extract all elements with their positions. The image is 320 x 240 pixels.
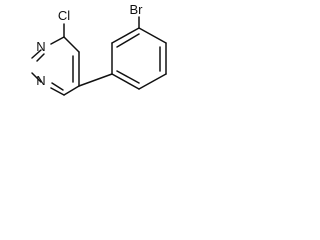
- bond-n3-c2-double: [36, 53, 45, 62]
- atom-label-n1: N: [36, 73, 45, 88]
- molecule-canvas: N N Cl Br: [0, 0, 207, 120]
- bond-ar2-ar3: [111, 27, 140, 44]
- bond-c4-n3: [50, 36, 65, 45]
- bond-ar6-ar1: [111, 73, 140, 90]
- bond-c2-n1: [31, 72, 42, 83]
- atom-label-cl: Cl: [58, 8, 70, 23]
- bond-c5-aryl: [78, 73, 113, 87]
- bond-ar3-ar4: [138, 27, 167, 44]
- chemical-structure-drawing: N N Cl Br: [31, 2, 167, 96]
- bond-ar6-ar1-double: [116, 70, 140, 84]
- bond-c6-c5: [63, 85, 80, 96]
- pyrimidine-ring: [31, 23, 80, 96]
- bond-c4-c5-top: [63, 36, 80, 53]
- bond-n1-c6-double: [51, 82, 64, 91]
- benzene-ring: [111, 16, 167, 90]
- bond-ar5-ar6: [138, 73, 167, 90]
- atom-label-n3: N: [36, 39, 45, 54]
- bond-ar2-ar3-double: [116, 33, 140, 48]
- bond-n3-c2: [31, 49, 42, 59]
- atom-label-br: Br: [130, 2, 144, 17]
- bond-n1-c6: [50, 87, 65, 96]
